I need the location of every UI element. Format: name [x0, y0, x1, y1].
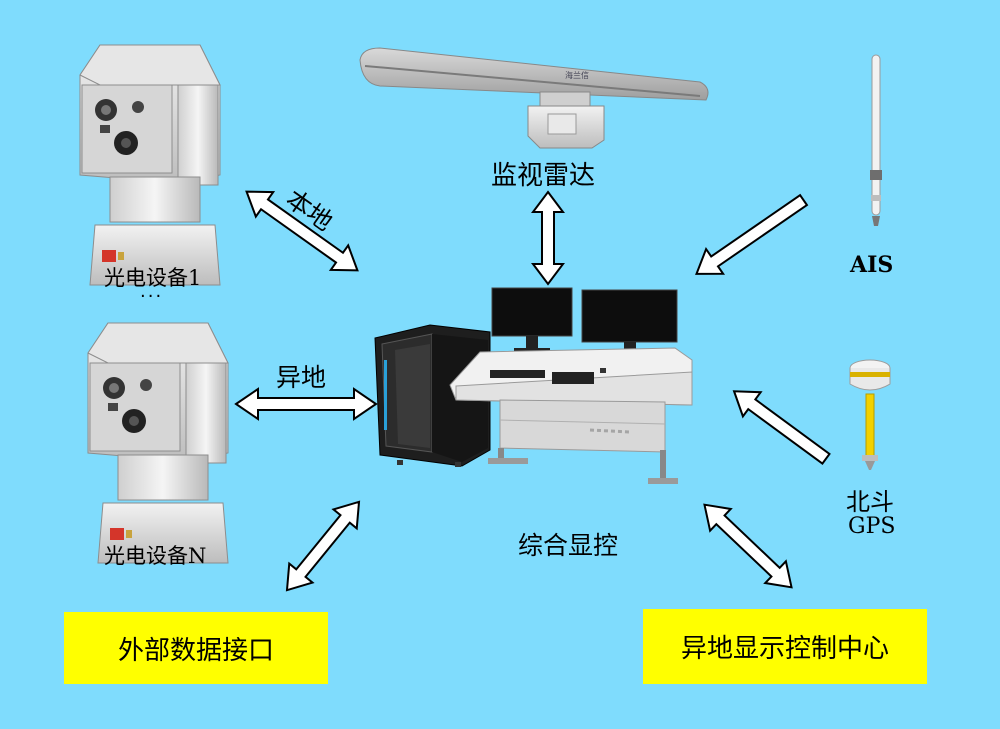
ais-antenna-image: [870, 54, 882, 226]
radar-logo-text: 海兰信: [565, 70, 589, 80]
label-radar: 监视雷达: [491, 161, 596, 191]
label-ais: AIS: [850, 252, 894, 278]
arrow-local-eo1: [245, 190, 359, 272]
arrow-gps: [732, 390, 831, 465]
radar-image: 海兰信: [359, 47, 709, 149]
label-eo-device-1: 光电设备1: [104, 266, 202, 290]
arrow-remote-eon: [234, 387, 378, 421]
label-ellipsis: ···: [140, 286, 164, 307]
arrow-ais: [695, 193, 809, 275]
box-external-data-interface: 外部数据接口: [64, 612, 328, 684]
arrow-remote-center: [703, 503, 793, 589]
console-image: [374, 287, 693, 484]
label-beidou: 北斗: [846, 488, 894, 516]
label-remote: 异地: [276, 363, 327, 392]
eo-device-1-image: [79, 44, 221, 286]
label-gps: GPS: [848, 514, 896, 539]
label-console: 综合显控: [518, 531, 619, 560]
arrow-radar: [531, 190, 565, 286]
eo-device-n-image: [87, 322, 229, 564]
label-eo-device-n: 光电设备N: [104, 544, 207, 568]
gps-antenna-image: [849, 359, 891, 470]
arrow-external: [285, 500, 361, 592]
box-remote-display-center: 异地显示控制中心: [643, 609, 927, 684]
